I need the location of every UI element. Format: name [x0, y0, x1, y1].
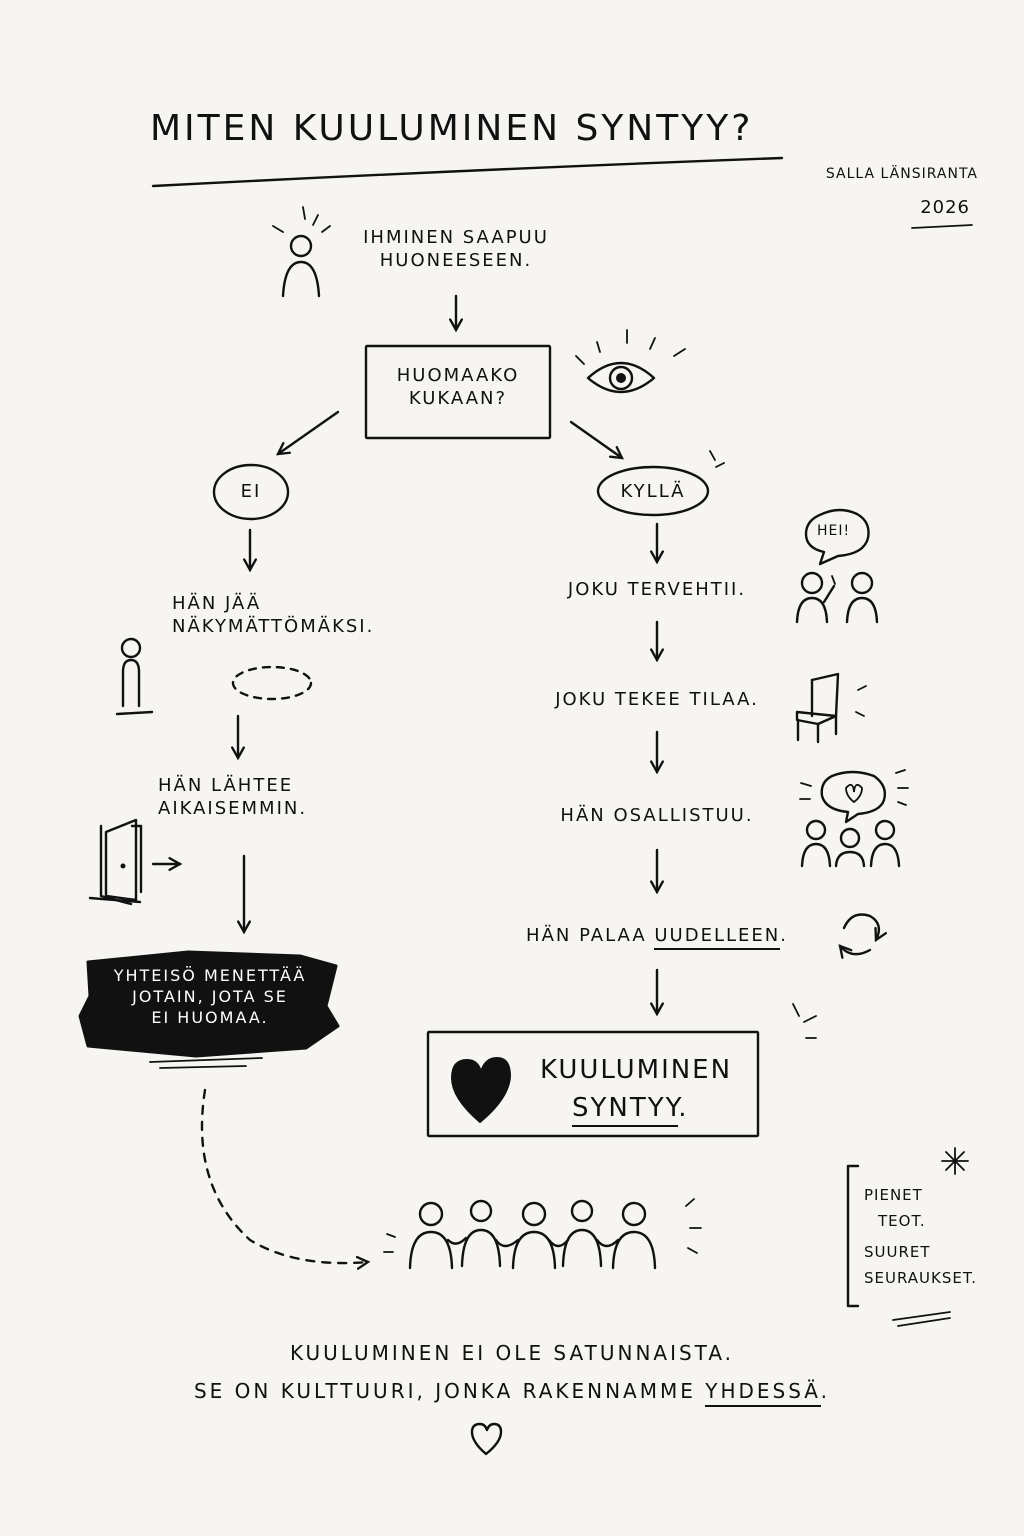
chair-icon [795, 672, 867, 744]
side-note-bracket [846, 1164, 860, 1308]
title-underline [151, 156, 784, 188]
side-note: PIENET TEOT. SUURET SEURAUKSET. [864, 1182, 977, 1291]
no-label: EI [240, 481, 262, 502]
author-name: SALLA LÄNSIRANTA [825, 166, 978, 182]
no-step1-line-2: NÄKYMÄTTÖMÄKSI. [172, 616, 375, 638]
author-year-underline [911, 224, 973, 229]
question-line-1: HUOMAAKO [396, 365, 520, 386]
question-node: HUOMAAKO KUKAAN? [366, 364, 550, 411]
result-line-2: SYNTYY. [540, 1090, 732, 1128]
result-line-1: KUULUMINEN [540, 1055, 733, 1085]
no-step2-line-1: HÄN LÄHTEE [158, 775, 294, 796]
loss-scribble-box [78, 950, 340, 1058]
arrow-question-to-yes [569, 420, 622, 458]
result-line-2-suffix: . [678, 1092, 689, 1123]
vanishing-dashed-oval [231, 665, 313, 701]
footer-text: KUULUMINEN EI OLE SATUNNAISTA. SE ON KUL… [112, 1334, 912, 1410]
side-note-line-3: SUURET [864, 1242, 931, 1261]
arriving-person-icon [272, 206, 331, 298]
no-oval [212, 463, 290, 521]
yes-step-makes-space: JOKU TEKEE TILAA. [555, 689, 759, 710]
belonging-result-text: KUULUMINEN SYNTYY. [540, 1052, 732, 1127]
yes-step-participates: HÄN OSALLISTUU. [560, 805, 754, 826]
no-step1-line-1: HÄN JÄÄ [172, 593, 262, 614]
no-result: YHTEISÖ MENETTÄÄ JOTAIN, JOTA SE EI HUOM… [84, 966, 336, 1028]
start-line-2: HUONEESEEN. [379, 250, 533, 272]
no-result-line-3: EI HUOMAA. [151, 1007, 269, 1027]
sparkle-icon [941, 1147, 969, 1175]
side-note-line-2: TEOT. [878, 1212, 926, 1231]
arrow-question-to-no [278, 410, 340, 454]
footer-line-2-prefix: SE ON KULTTUURI, JONKA RAKENNAMME [193, 1379, 706, 1403]
page-title: MITEN KUULUMINEN SYNTYY? [150, 108, 754, 149]
cycle-arrows-icon [840, 913, 879, 955]
question-box [364, 344, 552, 440]
yes-oval [596, 465, 710, 517]
standing-person-icon [115, 637, 154, 716]
eye-icon [575, 329, 686, 394]
door-icon [88, 818, 180, 906]
greeting-icon [795, 508, 879, 624]
author-year: 2026 [920, 197, 970, 218]
group-holding-hands-icon [383, 1198, 702, 1270]
yes-step4-prefix: HÄN PALAA [526, 925, 655, 946]
no-step2-line-2: AIKAISEMMIN. [158, 798, 308, 820]
dashed-curve-to-community [200, 1088, 368, 1263]
footer-line-2-suffix: . [820, 1379, 830, 1403]
side-note-line-4: SEURAUKSET. [864, 1268, 978, 1287]
side-note-line-1: PIENET [864, 1186, 923, 1204]
footer-line-1: KUULUMINEN EI OLE SATUNNAISTA. [289, 1341, 735, 1365]
belonging-result-box [426, 1030, 760, 1138]
no-result-line-1: YHTEISÖ MENETTÄÄ [113, 966, 307, 985]
start-node: IHMINEN SAAPUU HUONEESEEN. [340, 226, 572, 273]
yes-step4-emphasis: UUDELLEEN [654, 925, 781, 950]
footer-heart-icon [470, 1422, 503, 1456]
no-result-line-2: JOTAIN, JOTA SE [132, 986, 288, 1006]
yes-step-returns: HÄN PALAA UUDELLEEN. [488, 924, 826, 950]
yes-step-greets: JOKU TERVEHTII. [567, 579, 747, 600]
no-step-leaves: HÄN LÄHTEE AIKAISEMMIN. [158, 774, 307, 821]
question-line-2: KUKAAN? [408, 388, 508, 410]
participation-icon [799, 769, 909, 868]
greeting-bubble-text: HEI! [817, 523, 851, 539]
result-line-2-emphasis: SYNTYY [572, 1092, 679, 1127]
yes-step4-suffix: . [780, 925, 788, 946]
no-step-invisible: HÄN JÄÄ NÄKYMÄTTÖMÄKSI. [172, 592, 374, 639]
footer-line-2: SE ON KULTTUURI, JONKA RAKENNAMME YHDESS… [112, 1372, 912, 1410]
footer-line-2-emphasis: YHDESSÄ [705, 1379, 821, 1407]
yes-label: KYLLÄ [620, 481, 686, 502]
start-line-1: IHMINEN SAAPUU [363, 227, 549, 248]
heart-icon [450, 1056, 512, 1124]
